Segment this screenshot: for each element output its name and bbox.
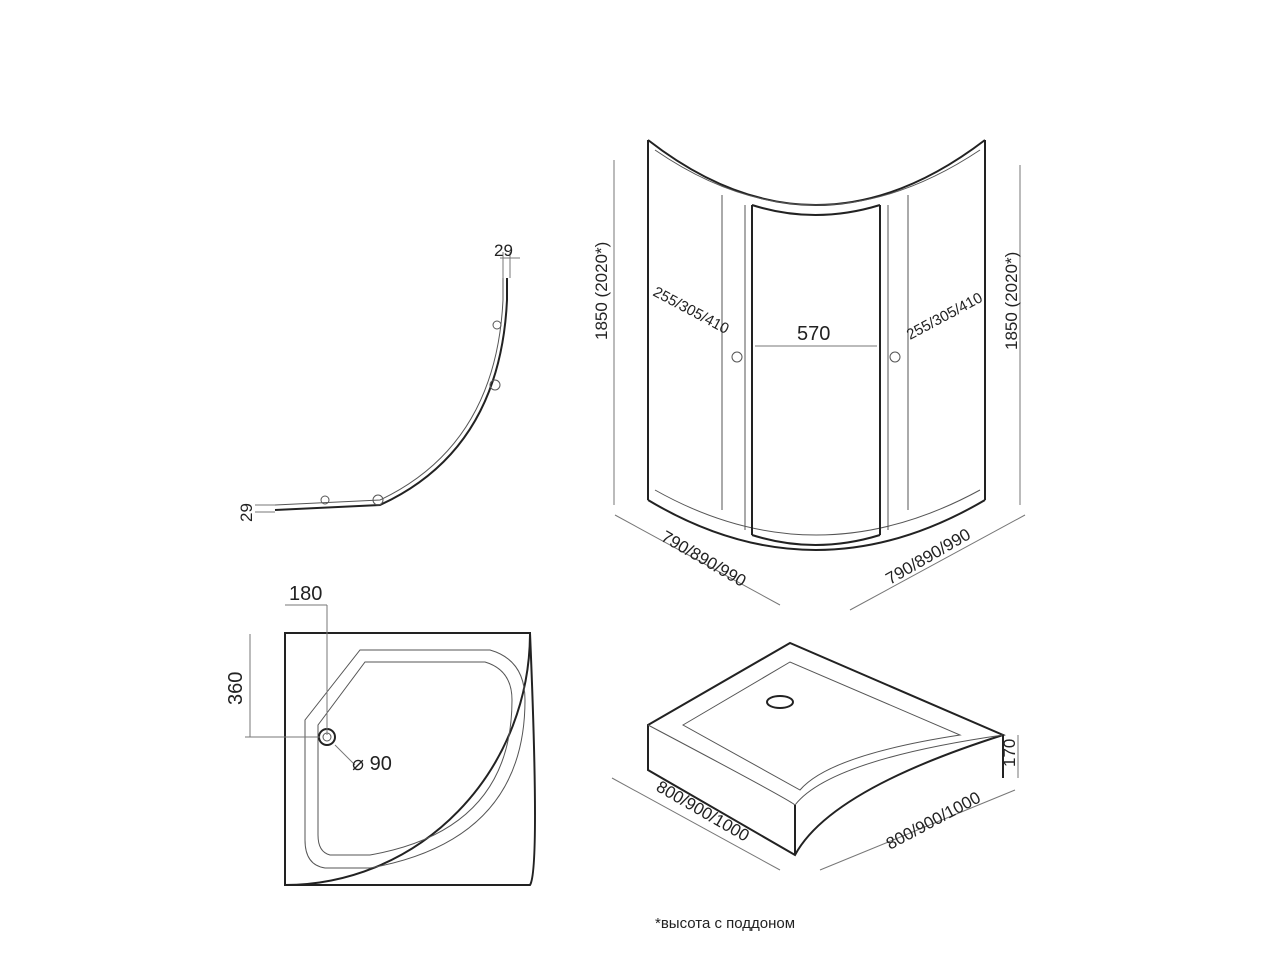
plan-top-width-label: 29: [494, 241, 513, 260]
drain-offset-y-label: 360: [225, 672, 247, 705]
tray-width-left-label: 800/900/1000: [653, 777, 753, 845]
enclosure-view: 1850 (2020*) 1850 (2020*) 255/305/410 25…: [592, 139, 1026, 611]
door-right-label: 255/305/410: [904, 289, 986, 343]
tray-top-view: 180 360 ⌀ 90: [225, 583, 536, 887]
drain-diameter-label: ⌀ 90: [352, 753, 392, 775]
door-left-label: 255/305/410: [650, 284, 732, 338]
height-left-label: 1850 (2020*): [592, 242, 611, 340]
footnote: *высота с поддоном: [655, 915, 795, 932]
plan-view: 29 29: [237, 241, 520, 522]
width-right-label: 790/890/990: [883, 525, 974, 589]
height-right-label: 1850 (2020*): [1002, 252, 1021, 350]
entrance-width-label: 570: [797, 323, 830, 345]
drain-offset-x-label: 180: [289, 583, 322, 605]
plan-side-width-label: 29: [237, 503, 256, 522]
tray-height-label: 170: [1000, 739, 1019, 767]
tray-iso-view: 170 800/900/1000 800/900/1000: [611, 641, 1019, 871]
tray-width-right-label: 800/900/1000: [883, 788, 984, 854]
width-left-label: 790/890/990: [658, 527, 749, 591]
